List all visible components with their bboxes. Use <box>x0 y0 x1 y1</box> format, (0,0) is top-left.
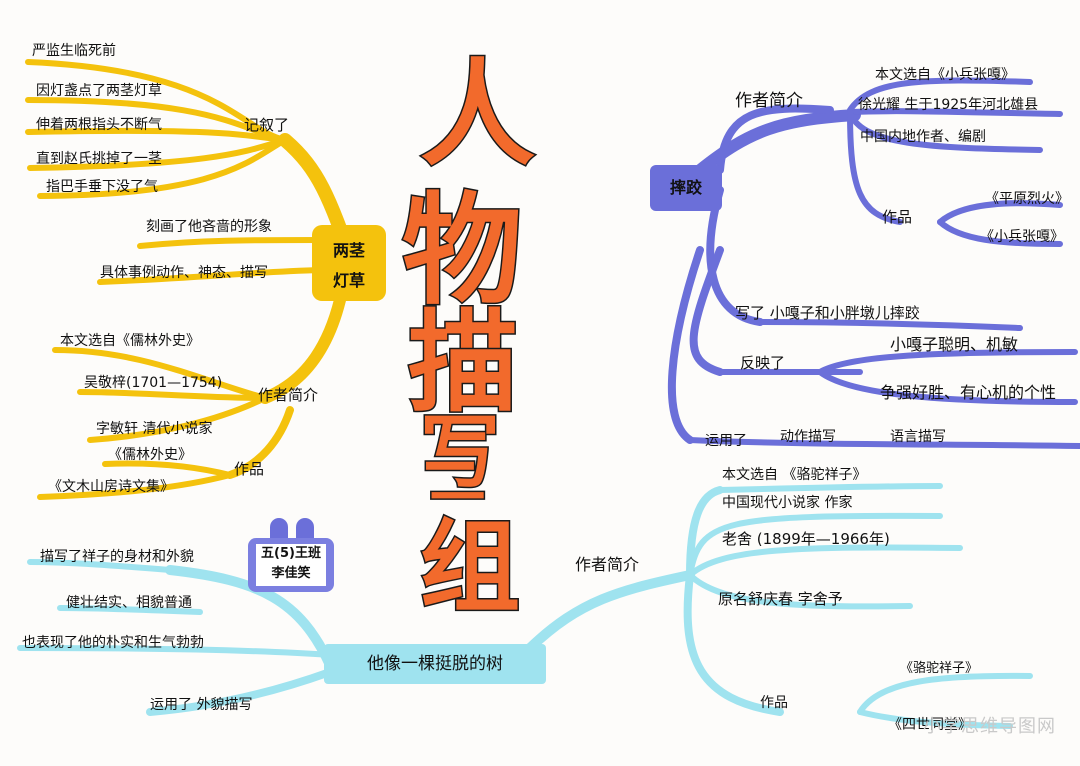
title-char-4: 写 <box>419 405 502 499</box>
purple-center-box: 摔跤 <box>650 165 722 211</box>
cyan-zuozhe-item-2: 中国现代小说家 作家 <box>722 495 853 511</box>
yellow-zuozhe-label: 作者简介 <box>258 386 319 404</box>
purple-center-label: 摔跤 <box>669 178 702 197</box>
purple-zuopin-item-1: 《平原烈火》 <box>985 191 1069 207</box>
yellow-kehua: 刻画了他吝啬的形象 <box>146 219 272 235</box>
purple-fanying-item-2: 争强好胜、有心机的个性 <box>880 383 1057 402</box>
cyan-zuopin-item-2: 《四世同堂》 <box>888 717 972 733</box>
cyan-yunyong: 运用了 外貌描写 <box>150 697 253 713</box>
yellow-zuozhe-item-1: 本文选自《儒林外史》 <box>60 333 200 349</box>
purple-zuozhe-label: 作者简介 <box>735 91 803 111</box>
badge-inner: 五(5)王班 李佳笑 <box>256 544 326 586</box>
purple-zuozhe-item-2: 徐光耀 生于1925年河北雄县 <box>858 97 1039 113</box>
yellow-zuozhe-item-2: 吴敬梓(1701—1754) <box>84 375 223 391</box>
yellow-jishu-item-2: 因灯盏点了两茎灯草 <box>36 83 162 99</box>
cyan-zuozhe-item-1: 本文选自 《骆驼祥子》 <box>722 467 867 483</box>
badge-body: 五(5)王班 李佳笑 <box>248 538 334 592</box>
cyan-center-label: 他像一棵挺脱的树 <box>367 654 503 674</box>
purple-fanying-label: 反映了 <box>740 354 786 372</box>
purple-yunyong-item-1: 动作描写 <box>780 429 836 445</box>
purple-zuopin-label: 作品 <box>882 208 913 226</box>
cyan-center-box: 他像一棵挺脱的树 <box>324 644 546 684</box>
cyan-left-item-3: 也表现了他的朴实和生气勃勃 <box>22 635 204 651</box>
yellow-zuozhe-item-3: 字敏轩 清代小说家 <box>96 421 213 437</box>
purple-xiele: 写了 小嘎子和小胖墩儿摔跤 <box>735 304 920 322</box>
yellow-center-box: 两茎 灯草 <box>312 225 386 301</box>
title-char-5: 一 <box>428 465 486 530</box>
purple-zuopin-item-2: 《小兵张嘎》 <box>980 229 1064 245</box>
purple-fanying-item-1: 小嘎子聪明、机敏 <box>890 335 1019 354</box>
cyan-zuozhe-item-3: 老舍 (1899年—1966年) <box>722 530 890 548</box>
yellow-jishu-item-3: 伸着两根指头不断气 <box>36 117 162 133</box>
title-char-2: 物 <box>401 180 524 321</box>
yellow-jishu-label: 记叙了 <box>244 116 290 134</box>
yellow-zuopin-item-1: 《儒林外史》 <box>108 447 192 463</box>
yellow-branch-lines <box>25 59 362 500</box>
purple-zuozhe-item-3: 中国内地作者、编剧 <box>860 129 986 145</box>
yellow-zuopin-item-2: 《文木山房诗文集》 <box>48 479 174 495</box>
title-char-1: 人 <box>418 47 536 182</box>
cyan-branch-lines <box>17 483 1033 729</box>
yellow-jishu-item-5: 指巴手垂下没了气 <box>46 179 158 195</box>
yellow-jishu-item-4: 直到赵氏挑掉了一茎 <box>36 151 162 167</box>
title-char-6: 组 <box>419 508 522 626</box>
badge-ear-left <box>270 518 288 544</box>
purple-yunyong-item-2: 语言描写 <box>890 429 946 445</box>
yellow-zuopin-label: 作品 <box>234 460 265 478</box>
purple-yunyong-label: 运用了 <box>705 433 747 449</box>
cyan-zuopin-item-1: 《骆驼祥子》 <box>900 661 979 676</box>
cyan-zuopin-label: 作品 <box>760 695 788 711</box>
yellow-center-label-1: 两茎 <box>332 241 365 260</box>
cyan-zuozhe-label: 作者简介 <box>575 555 640 574</box>
yellow-center-label-2: 灯草 <box>332 271 365 290</box>
author-badge: 五(5)王班 李佳笑 <box>248 518 334 592</box>
cyan-zuozhe-item-4: 原名舒庆春 字舍予 <box>718 590 843 608</box>
purple-branch-lines <box>667 77 1080 449</box>
yellow-jishu-item-1: 严监生临死前 <box>32 43 116 59</box>
yellow-juti: 具体事例动作、神态、描写 <box>100 265 268 281</box>
title-char-3: 描 <box>407 298 520 427</box>
cyan-left-item-1: 描写了祥子的身材和外貌 <box>40 549 194 565</box>
badge-ear-right <box>296 518 314 544</box>
badge-class: 五(5)王班 <box>261 546 321 561</box>
watermark: 小学思维导图网 <box>923 716 1056 737</box>
purple-zuozhe-item-1: 本文选自《小兵张嘎》 <box>875 67 1015 83</box>
cyan-left-item-2: 健壮结实、相貌普通 <box>66 595 192 611</box>
badge-name: 李佳笑 <box>271 566 311 581</box>
